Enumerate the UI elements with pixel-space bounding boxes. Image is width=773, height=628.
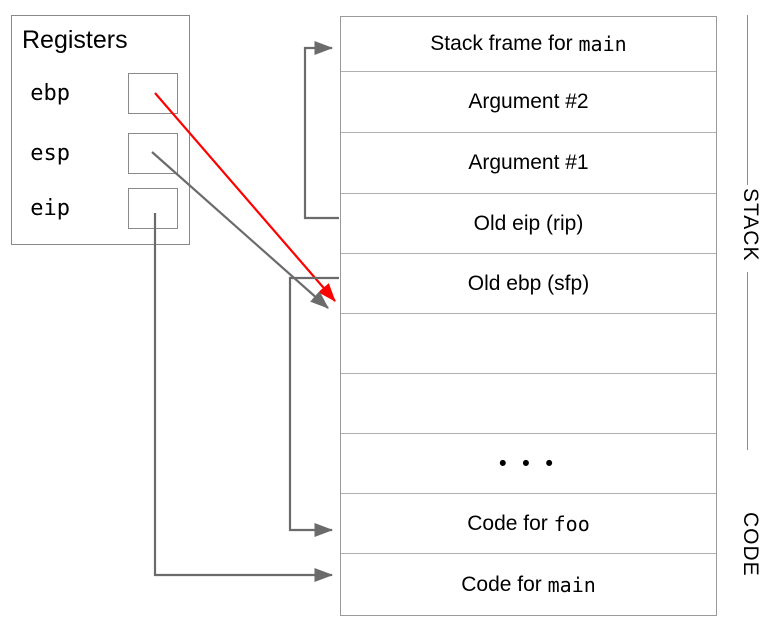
row-label-prefix: Code for [467,511,554,535]
register-label-eip: eip [30,196,70,221]
register-value-box-ebp[interactable] [128,73,178,114]
memory-row-empty-1[interactable] [341,314,716,374]
stack-bracket-upper [747,15,748,185]
memory-row-code-for-main[interactable]: Code for main [341,554,716,615]
memory-row-argument-1[interactable]: Argument #1 [341,133,716,194]
row-label-mono: main [547,572,596,597]
region-label-code: CODE [739,512,762,577]
memory-row-ellipsis[interactable]: • • • [341,434,716,494]
row-label-prefix: Argument #2 [468,90,589,113]
memory-row-stack-frame-main[interactable]: Stack frame for main [341,17,716,72]
register-value-box-esp[interactable] [128,133,178,174]
register-label-esp: esp [30,141,70,166]
memory-table: Stack frame for main Argument #2 Argumen… [340,16,717,616]
eip-pointer-connector [153,213,334,583]
register-value-box-eip[interactable] [128,188,178,229]
row-label-prefix: Old ebp (sfp) [467,271,590,295]
memory-row-code-for-foo[interactable]: Code for foo [341,494,716,554]
memory-row-empty-2[interactable] [341,374,716,434]
row-label-mono: foo [553,511,590,536]
memory-row-old-ebp-sfp[interactable]: Old ebp (sfp) [341,254,716,314]
memory-row-argument-2[interactable]: Argument #2 [341,72,716,133]
registers-title: Registers [22,26,128,54]
memory-row-old-eip-rip[interactable]: Old eip (rip) [341,194,716,254]
row-label-mono: main [578,32,627,56]
row-label-prefix: Argument #1 [468,151,589,174]
register-label-ebp: ebp [30,81,70,106]
row-label-prefix: Stack frame for [430,32,579,55]
region-label-stack: STACK [739,188,762,262]
stack-bracket-lower [747,272,748,450]
ellipsis-glyph: • • • [499,451,558,475]
old-ebp-to-code-foo-connector [288,276,339,538]
row-label-prefix: Old eip (rip) [473,211,584,235]
row-label-prefix: Code for [461,572,548,596]
old-eip-to-stack-frame-connector [303,40,339,220]
